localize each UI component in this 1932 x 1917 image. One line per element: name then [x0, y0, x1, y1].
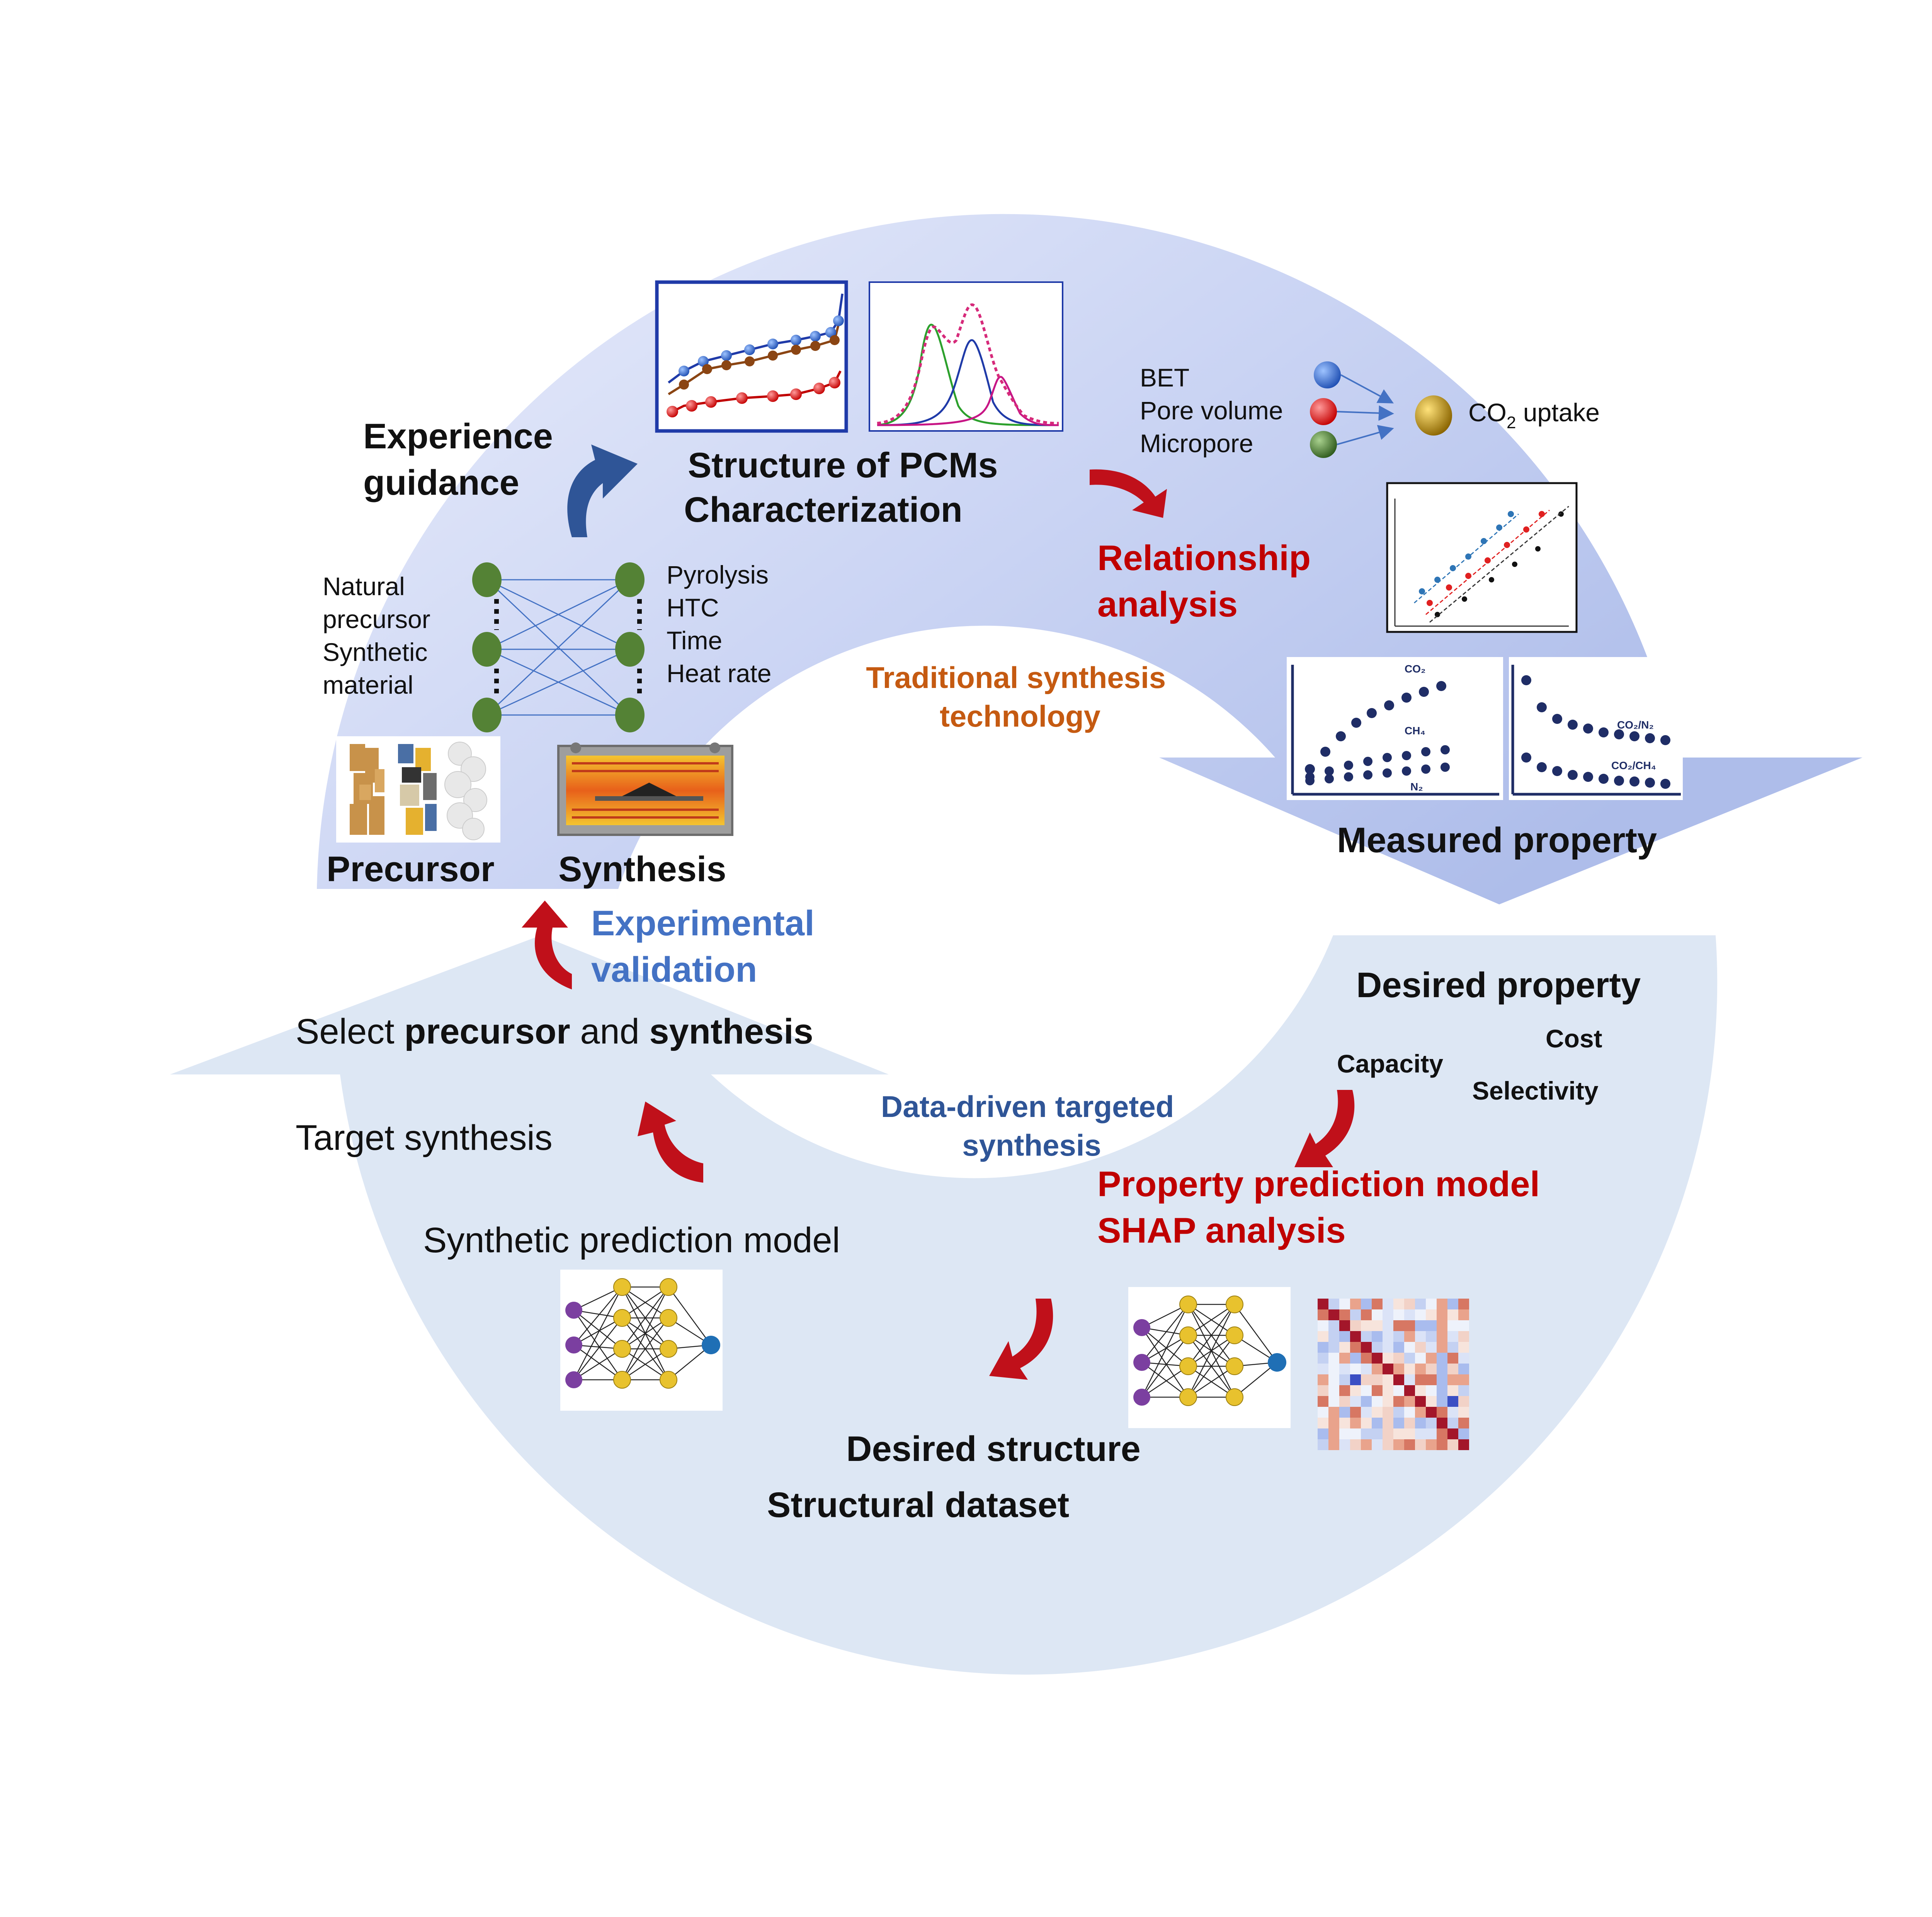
- co2-n2-label: CO₂/N₂: [1617, 719, 1654, 731]
- experimental-validation-label: Experimental validation: [591, 904, 824, 989]
- desired-property-label: Desired property: [1356, 965, 1641, 1005]
- precursor-input-list: Natural precursor Synthetic material: [323, 572, 437, 699]
- data-driven-synthesis-label: Data-driven targeted synthesis: [881, 1090, 1182, 1162]
- uptake-isotherm-plot: CO₂ CH₄ N₂: [1287, 657, 1503, 800]
- synthetic-neural-network-image: [560, 1270, 723, 1411]
- target-synthesis-arrow: [638, 1102, 703, 1183]
- select-precursor-synthesis-label: Select precursor and synthesis: [296, 1012, 813, 1051]
- co2-uptake-label: CO2 uptake: [1468, 398, 1600, 432]
- isotherm-plot: [655, 280, 848, 433]
- synthetic-prediction-model-label: Synthetic prediction model: [423, 1221, 840, 1260]
- co2-series-label: CO₂: [1405, 663, 1425, 675]
- structural-dataset-label: Structural dataset: [767, 1485, 1069, 1525]
- desired-structure-arrow: [989, 1299, 1053, 1380]
- precursor-materials-image: [336, 736, 500, 843]
- peak-fitting-plot: [869, 281, 1063, 432]
- synthesis-label: Synthesis: [558, 850, 726, 889]
- selectivity-plot: CO₂/N₂ CO₂/CH₄: [1509, 657, 1683, 800]
- property-prediction-label: Property prediction model SHAP analysis: [1097, 1165, 1550, 1250]
- synthesis-input-list: Pyrolysis HTC Time Heat rate: [667, 560, 776, 688]
- n2-series-label: N₂: [1410, 781, 1423, 793]
- selectivity-label: Selectivity: [1472, 1076, 1599, 1105]
- feature-list: BET Pore volume Micropore: [1140, 363, 1290, 458]
- parameter-network: [472, 562, 645, 732]
- traditional-synthesis-label: Traditional synthesis technology: [866, 661, 1174, 733]
- tube-furnace-image: [557, 742, 733, 836]
- target-synthesis-label: Target synthesis: [296, 1118, 553, 1158]
- capacity-label: Capacity: [1337, 1049, 1443, 1078]
- relationship-analysis-label: Relationship analysis: [1097, 538, 1321, 624]
- property-prediction-arrow: [1294, 1090, 1355, 1167]
- pore-volume-sphere: [1310, 398, 1337, 425]
- micropore-sphere: [1310, 431, 1337, 458]
- bet-sphere: [1314, 361, 1341, 388]
- experience-guidance-arrow: [567, 444, 638, 537]
- ring-upper-band: [317, 214, 1862, 904]
- shap-correlation-heatmap: [1318, 1299, 1469, 1450]
- structure-characterization-title: Structure of PCMs Characterization: [684, 446, 1008, 529]
- precursor-label: Precursor: [327, 850, 495, 889]
- ch4-series-label: CH₄: [1405, 725, 1425, 737]
- property-neural-network-image: [1128, 1287, 1291, 1428]
- co2-uptake-sphere: [1415, 395, 1452, 436]
- cost-label: Cost: [1546, 1024, 1602, 1053]
- experience-guidance-label: Experience guidance: [363, 417, 563, 502]
- measured-property-label: Measured property: [1337, 821, 1657, 860]
- ring-lower-band: [170, 935, 1718, 1675]
- correlation-scatter-plot: [1386, 482, 1578, 633]
- relationship-arrow: [1090, 469, 1167, 518]
- co2-ch4-label: CO₂/CH₄: [1611, 759, 1656, 771]
- desired-structure-label: Desired structure: [846, 1429, 1141, 1469]
- experimental-validation-arrow: [522, 901, 572, 989]
